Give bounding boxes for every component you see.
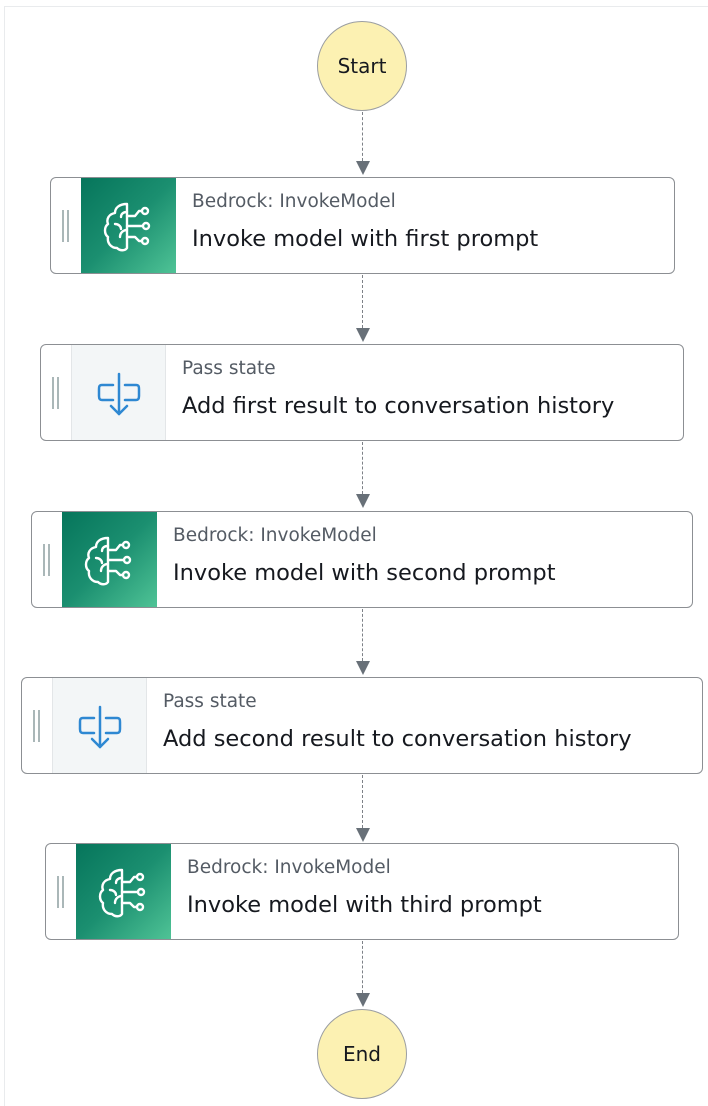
start-node[interactable]: Start (317, 21, 407, 111)
canvas-border-left (4, 6, 5, 1106)
state-name-label: Invoke model with first prompt (192, 226, 539, 252)
end-node[interactable]: End (317, 1009, 407, 1099)
pass-icon-tile (71, 345, 166, 440)
bedrock-brain-icon (84, 536, 131, 585)
state-name-label: Invoke model with second prompt (173, 560, 556, 586)
connector-line (362, 112, 363, 161)
state-name-label: Add second result to conversation histor… (163, 726, 632, 752)
connector-line (362, 275, 363, 328)
canvas-border-top (4, 6, 708, 7)
state-type-label: Pass state (182, 358, 276, 379)
bedrock-brain-icon (103, 202, 150, 251)
state-invoke-model-first-prompt[interactable]: Bedrock: InvokeModel Invoke model with f… (50, 177, 675, 274)
state-type-label: Bedrock: InvokeModel (173, 525, 377, 546)
bedrock-icon-tile (62, 512, 157, 607)
state-name-label: Add first result to conversation history (182, 393, 615, 419)
pass-state-icon (97, 372, 140, 415)
connector-arrowhead (356, 993, 370, 1007)
bedrock-icon-tile (76, 844, 171, 939)
state-type-label: Bedrock: InvokeModel (187, 857, 391, 878)
connector-line (362, 442, 363, 494)
drag-handle[interactable] (41, 345, 71, 440)
connector-arrowhead (356, 161, 370, 175)
state-invoke-model-third-prompt[interactable]: Bedrock: InvokeModel Invoke model with t… (45, 843, 679, 940)
state-invoke-model-second-prompt[interactable]: Bedrock: InvokeModel Invoke model with s… (31, 511, 693, 608)
pass-state-icon (78, 705, 121, 748)
connector-arrowhead (356, 328, 370, 342)
connector-arrowhead (356, 661, 370, 675)
drag-handle[interactable] (46, 844, 76, 939)
connector-line (362, 609, 363, 661)
state-type-label: Pass state (163, 691, 257, 712)
state-add-second-result[interactable]: Pass state Add second result to conversa… (21, 677, 703, 774)
connector-line (362, 775, 363, 828)
state-type-label: Bedrock: InvokeModel (192, 191, 396, 212)
connector-arrowhead (356, 828, 370, 842)
state-name-label: Invoke model with third prompt (187, 892, 542, 918)
drag-handle[interactable] (51, 178, 81, 273)
end-label: End (342, 1042, 381, 1066)
state-add-first-result[interactable]: Pass state Add first result to conversat… (40, 344, 684, 441)
start-label: Start (337, 54, 387, 78)
pass-icon-tile (52, 678, 147, 773)
bedrock-brain-icon (98, 868, 145, 917)
connector-line (362, 941, 363, 993)
drag-handle[interactable] (22, 678, 52, 773)
bedrock-icon-tile (81, 178, 176, 273)
connector-arrowhead (356, 494, 370, 508)
drag-handle[interactable] (32, 512, 62, 607)
